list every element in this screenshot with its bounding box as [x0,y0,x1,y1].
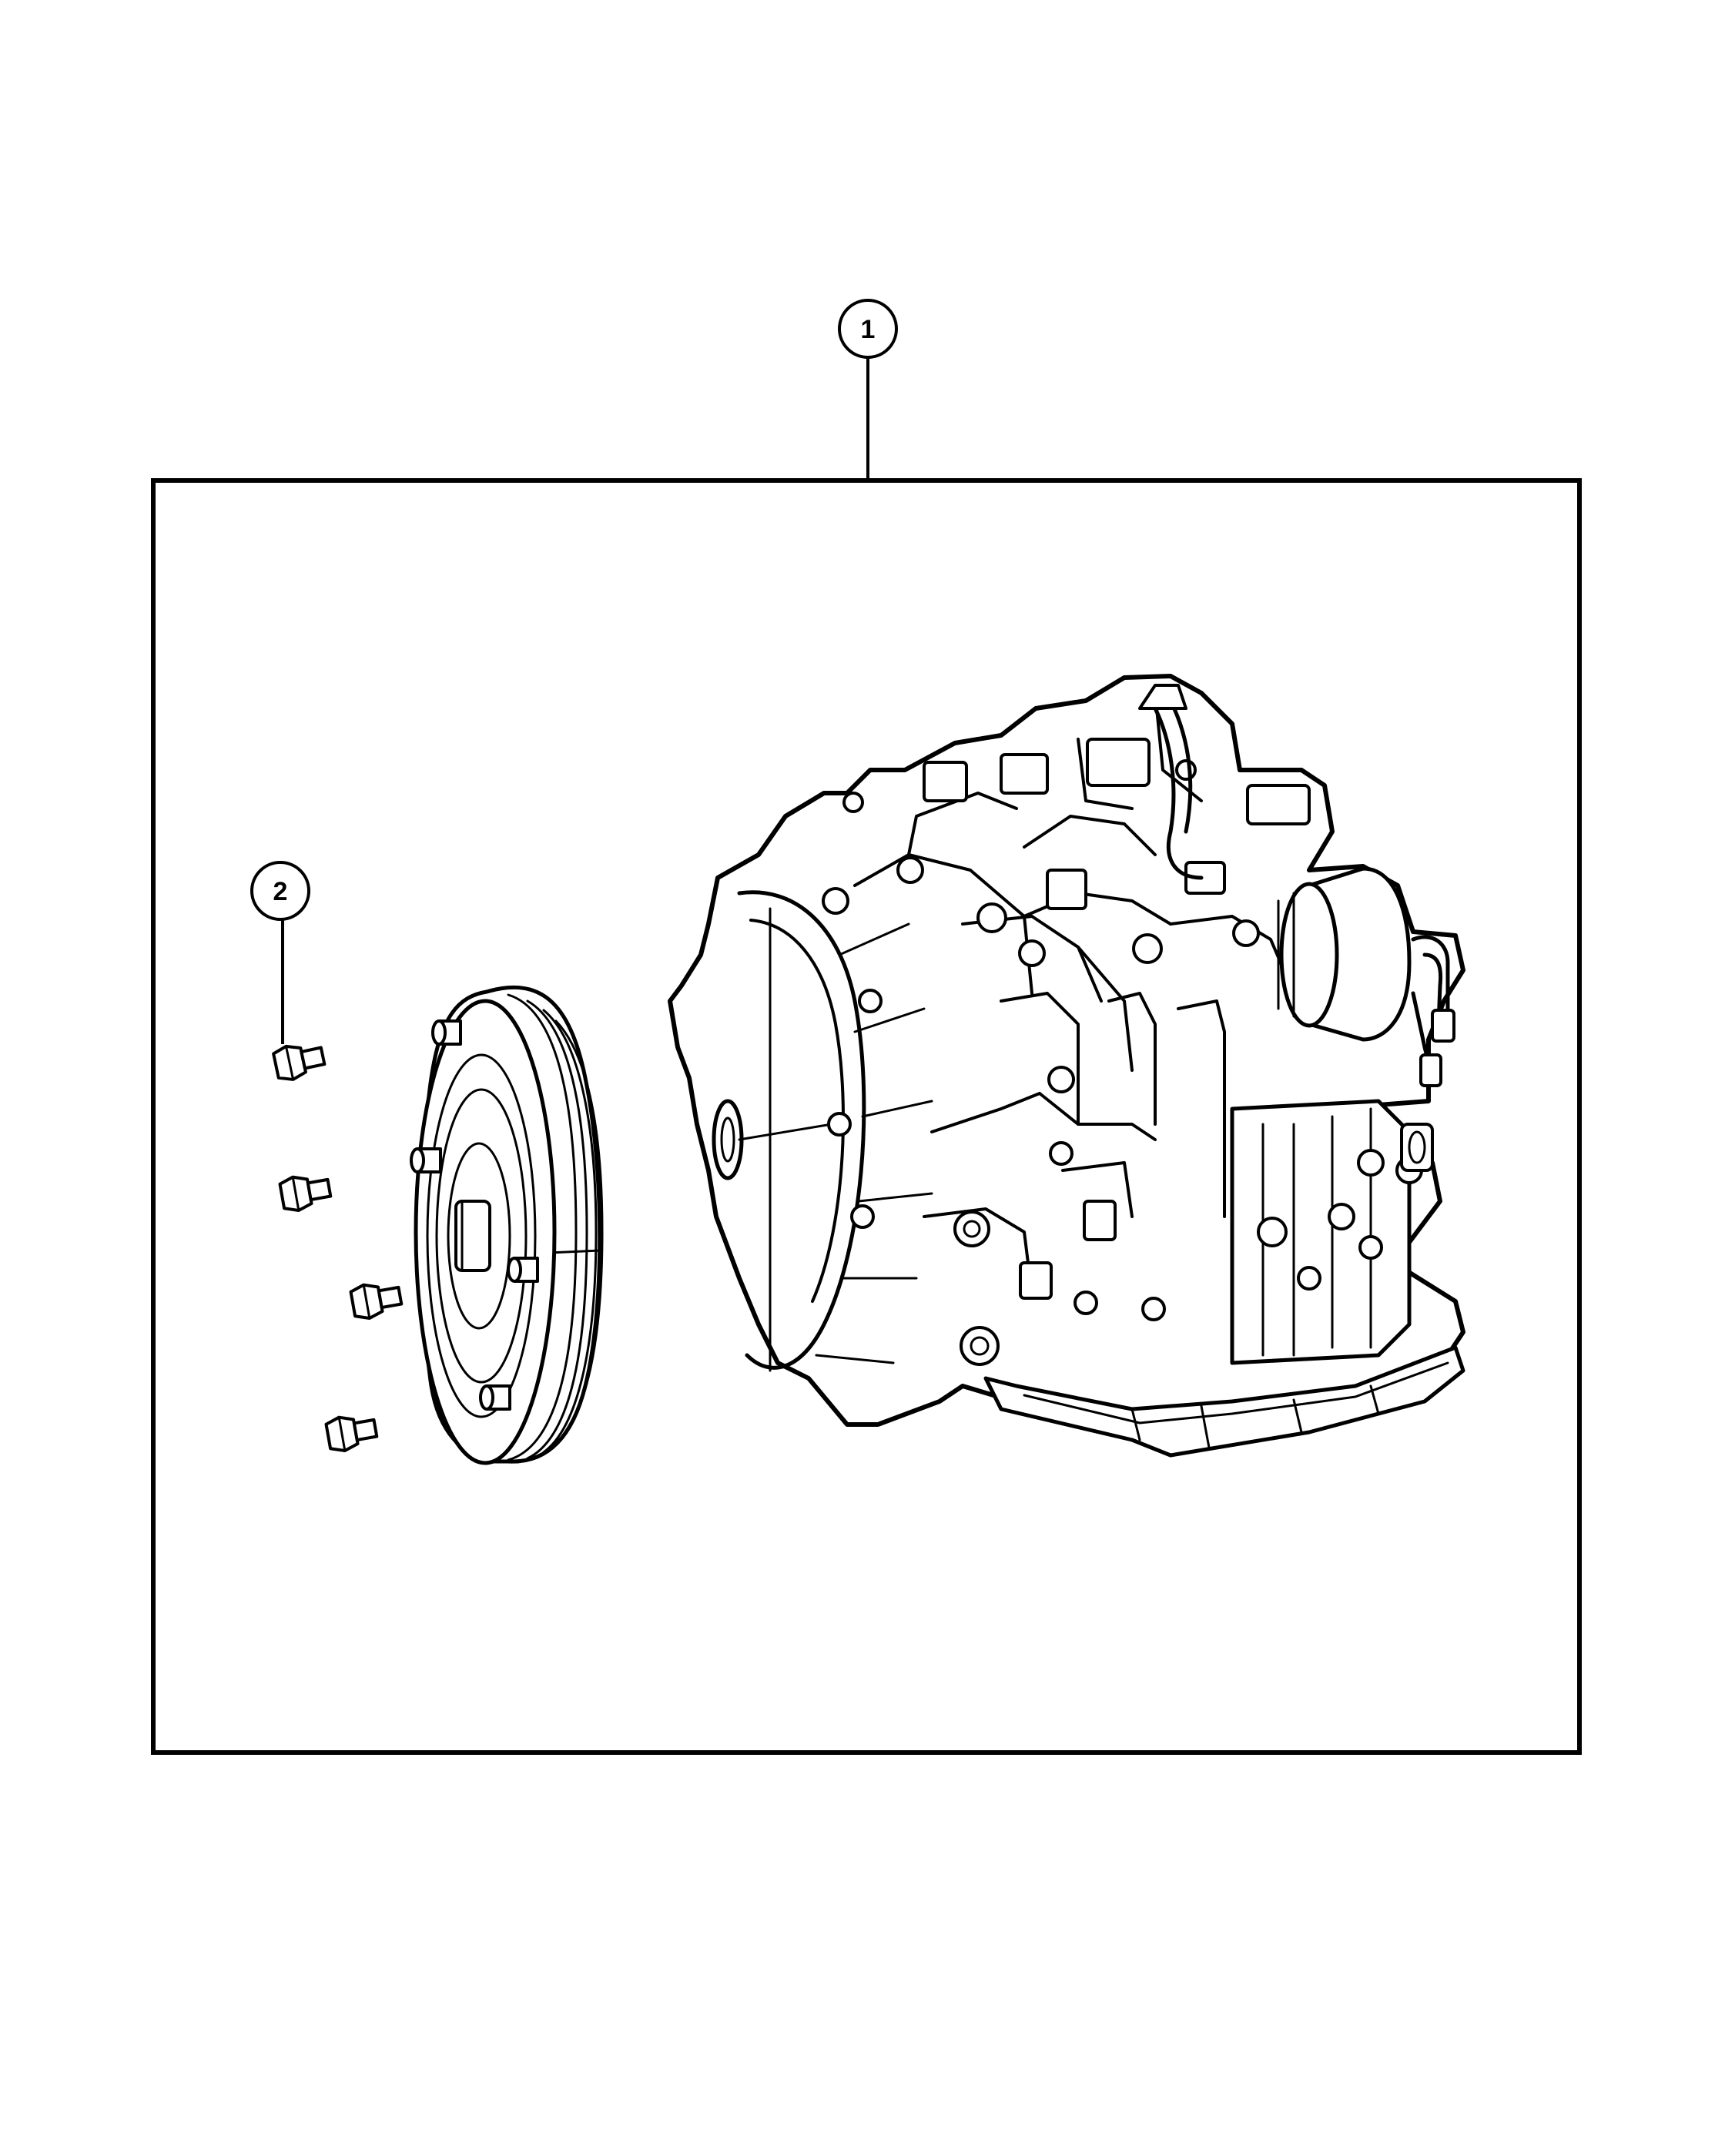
callout-1[interactable]: 1 [838,299,898,480]
converter-lug [479,1384,511,1411]
transaxle-assembly-icon[interactable] [668,674,1465,1458]
bolt-4[interactable] [324,1411,379,1453]
converter-lug [431,1019,462,1046]
bolt-3[interactable] [349,1279,404,1321]
callout-2-bubble [250,861,310,921]
converter-lug [507,1257,539,1283]
callout-2[interactable]: 2 [250,861,310,1044]
bolt-icon [272,1040,404,1453]
converter-lug [410,1147,442,1173]
torque-converter-icon[interactable] [410,985,604,1465]
bolt-1[interactable] [272,1040,327,1083]
callout-1-label: 1 [861,315,876,344]
callout-2-label: 2 [273,877,288,906]
bolt-2[interactable] [278,1171,333,1213]
callout-1-bubble [838,299,898,359]
